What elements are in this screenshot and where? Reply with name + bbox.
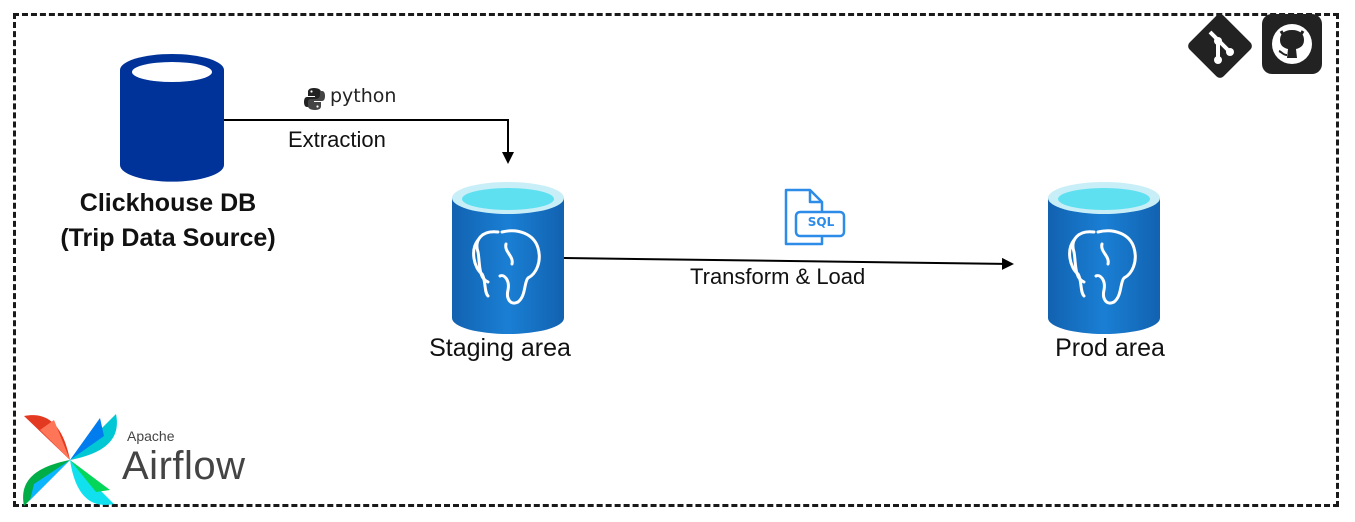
airflow-boundary-frame <box>13 13 1339 507</box>
airflow-apache-text: Apache <box>127 428 175 444</box>
staging-postgres-icon <box>452 182 564 334</box>
prod-area-label: Prod area <box>1055 334 1165 362</box>
airflow-logo-icon <box>23 414 117 506</box>
clickhouse-db-label: Clickhouse DB (Trip Data Source) <box>38 186 298 256</box>
staging-area-label: Staging area <box>429 334 571 362</box>
github-logo-icon <box>1262 14 1322 74</box>
sql-file-icon <box>784 188 846 246</box>
prod-postgres-icon <box>1048 182 1160 334</box>
sql-tool-label: SQL <box>807 215 835 229</box>
airflow-name-text: Airflow <box>122 444 246 488</box>
transform-load-arrow <box>563 257 1014 270</box>
clickhouse-db-subtitle: (Trip Data Source) <box>60 224 276 252</box>
transform-load-label: Transform & Load <box>690 264 866 289</box>
python-tool-label: python <box>330 85 397 107</box>
extraction-label: Extraction <box>288 127 386 152</box>
clickhouse-db-icon <box>120 54 224 182</box>
clickhouse-db-title: Clickhouse DB <box>79 189 257 217</box>
extraction-arrow <box>224 119 514 164</box>
git-logo-icon <box>1188 14 1252 78</box>
python-logo-icon <box>304 88 325 110</box>
